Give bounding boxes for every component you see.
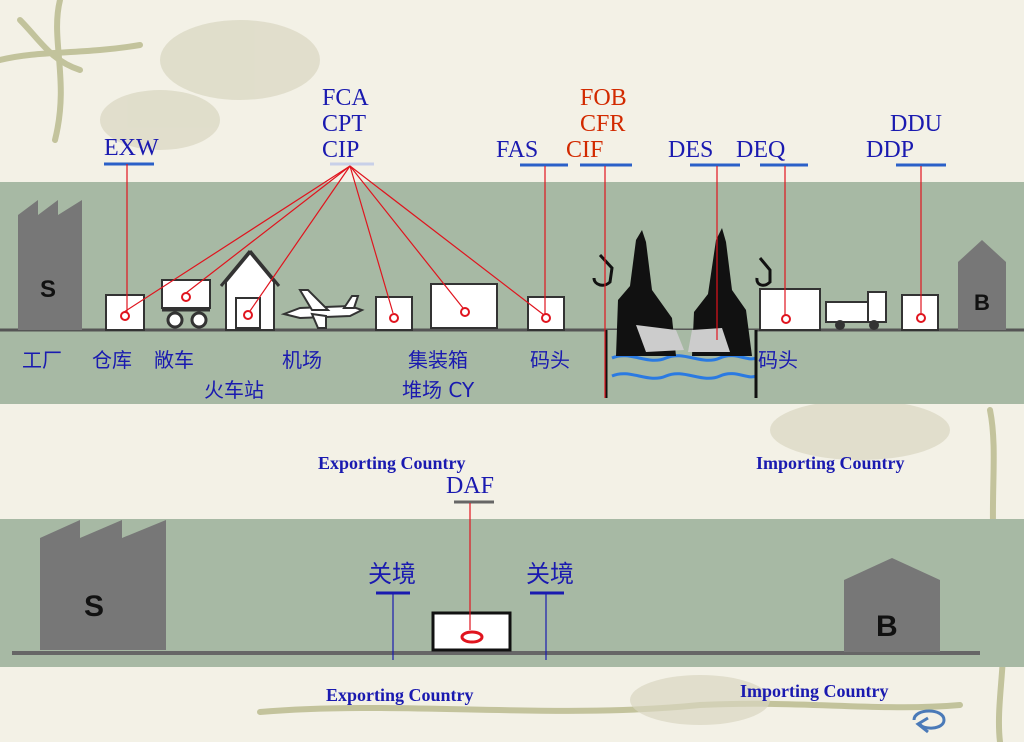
place-truck: 敞车: [154, 348, 194, 372]
top-importing-country: Importing Country: [756, 453, 905, 473]
seller-letter: S: [40, 276, 57, 303]
house-icon: [219, 250, 281, 331]
term-cfr: CFR: [580, 111, 626, 137]
term-fas: FAS: [496, 137, 539, 163]
term-fob: FOB: [580, 85, 627, 111]
ship-icon: [616, 230, 684, 356]
term-cif: CIF: [566, 137, 604, 163]
place-factory: 工厂: [22, 348, 62, 372]
box-icon: [105, 294, 145, 331]
place-import-wharf: 码头: [758, 348, 798, 372]
place-airport: 机场: [282, 348, 322, 372]
bottom-importing-country: Importing Country: [740, 681, 889, 701]
place-container-yard-2: 堆场 CY: [402, 378, 475, 402]
truck-icon: [161, 279, 211, 329]
term-fca: FCA: [322, 85, 369, 111]
term-ddu: DDU: [890, 111, 942, 137]
place-warehouse: 仓库: [92, 348, 132, 372]
container-icon: [430, 283, 498, 329]
term-cpt: CPT: [322, 111, 367, 137]
buyer-letter: B: [974, 290, 990, 315]
buyer-letter-bottom: B: [876, 610, 898, 643]
factory-icon: [40, 520, 166, 650]
bottom-exporting-country: Exporting Country: [326, 685, 474, 705]
nav-arrow-icon[interactable]: [908, 700, 952, 740]
truck-icon: [825, 291, 887, 330]
warehouse-icon: [958, 240, 1006, 330]
term-ddp: DDP: [866, 137, 915, 163]
customs-left: 关境: [368, 560, 416, 588]
term-exw: EXW: [104, 135, 159, 161]
term-deq: DEQ: [736, 137, 786, 163]
box-icon: [759, 288, 821, 331]
box-icon: [431, 611, 512, 652]
place-rail-station: 火车站: [204, 378, 264, 402]
ship-icon: [688, 228, 752, 356]
term-des: DES: [668, 137, 714, 163]
place-export-wharf: 码头: [530, 348, 570, 372]
box-icon: [375, 296, 413, 331]
term-cip: CIP: [322, 137, 360, 163]
place-container-yard-1: 集装箱: [408, 348, 468, 372]
customs-right: 关境: [526, 560, 574, 588]
factory-icon: [18, 200, 82, 330]
crane-icon: [592, 253, 772, 287]
top-exporting-country: Exporting Country: [318, 453, 466, 473]
box-icon: [527, 296, 565, 331]
term-daf: DAF: [446, 473, 495, 499]
box-icon: [901, 294, 939, 331]
warehouse-icon: [844, 558, 940, 652]
seller-letter-bottom: S: [84, 590, 105, 623]
airplane-icon: [280, 289, 365, 329]
